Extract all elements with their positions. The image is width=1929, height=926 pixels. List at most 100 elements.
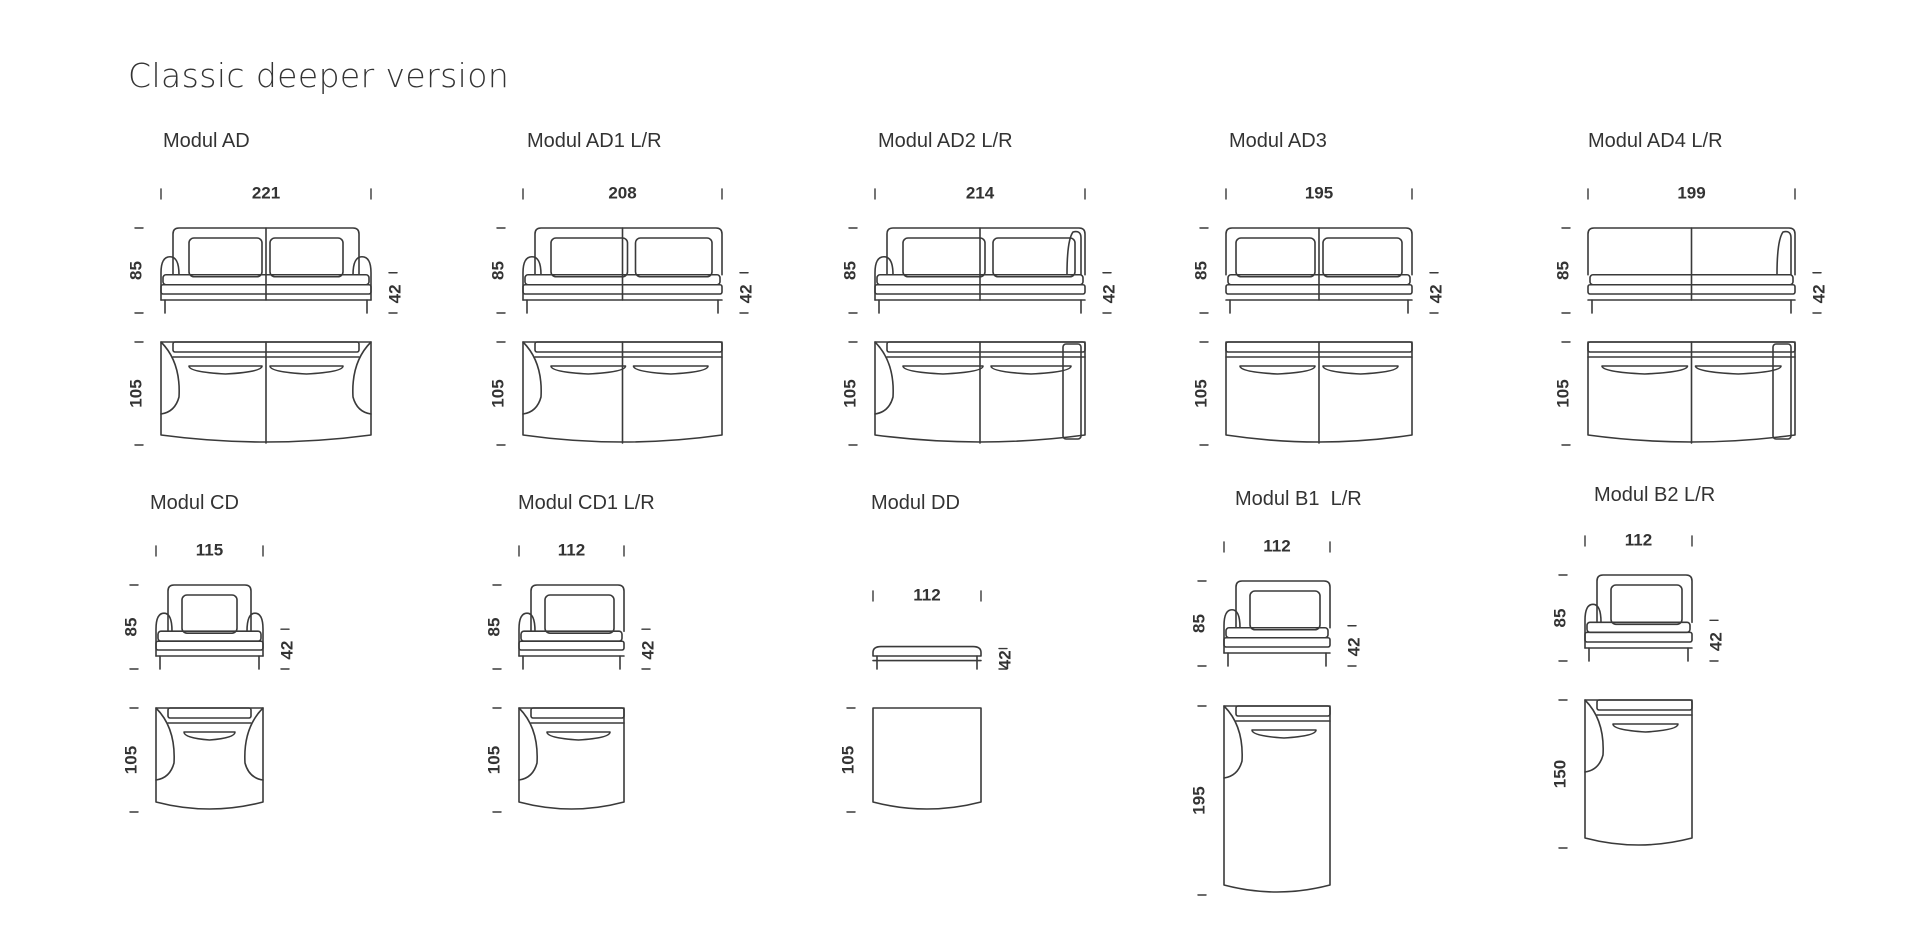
- module-top-view: [874, 341, 1086, 444]
- module-front-view: [518, 584, 625, 670]
- left-arm: [160, 255, 180, 301]
- top-outline: [872, 707, 982, 810]
- width-dimension: 112: [1263, 536, 1290, 555]
- depth-dimension: 105: [838, 746, 857, 774]
- width-dimension: 112: [558, 540, 585, 559]
- module-label-b2: Modul B2 L/R: [1594, 484, 1716, 506]
- width-dimension: 208: [608, 183, 636, 202]
- top-cushion: [632, 365, 709, 375]
- top-right-arm: [352, 341, 372, 415]
- depth-dimension: 105: [121, 746, 140, 774]
- left-arm: [1223, 608, 1241, 654]
- back-cushion: [269, 237, 344, 278]
- seat-front: [1225, 283, 1413, 295]
- backrest: [530, 584, 625, 632]
- top-cushion: [546, 731, 611, 741]
- top-left-arm: [518, 707, 538, 781]
- top-left-arm: [1223, 705, 1243, 779]
- depth-dimension: 105: [1553, 379, 1572, 407]
- seat-height-dimension: 42: [1344, 637, 1363, 656]
- depth-dimension: 105: [840, 379, 859, 407]
- back-cushion: [550, 237, 629, 278]
- height-dimension: 85: [488, 261, 507, 280]
- seat-height-dimension: 42: [277, 641, 296, 660]
- height-dimension: 85: [484, 618, 503, 637]
- top-outline: [160, 341, 372, 443]
- seat-front: [518, 640, 625, 651]
- top-cushion: [902, 365, 984, 375]
- right-arm: [352, 255, 372, 301]
- module-top-view: [1587, 341, 1796, 444]
- top-cushion: [269, 365, 344, 375]
- width-dimension: 112: [913, 585, 940, 604]
- top-cushion: [183, 731, 236, 741]
- back-cushion: [1249, 590, 1321, 631]
- top-outline: [874, 341, 1086, 443]
- top-backrest: [1596, 699, 1693, 711]
- back-cushion: [181, 594, 238, 635]
- side-cushion: [1776, 230, 1792, 276]
- module-top-view: [872, 707, 982, 810]
- module-front-view: [160, 227, 372, 314]
- top-cushion: [1251, 729, 1317, 739]
- top-backrest: [534, 341, 723, 353]
- width-dimension: 115: [196, 540, 223, 559]
- module-label-cd: Modul CD: [150, 492, 239, 514]
- seat-front: [1587, 283, 1796, 295]
- top-cushion: [1612, 723, 1679, 733]
- module-label-ad: Modul AD: [163, 130, 250, 152]
- top-left-arm: [522, 341, 542, 415]
- module-front-view: [522, 227, 723, 314]
- top-left-arm: [155, 707, 175, 781]
- left-arm: [1584, 603, 1602, 649]
- module-label-ad3: Modul AD3: [1229, 130, 1327, 152]
- module-top-view: [1223, 705, 1331, 893]
- seat-height-dimension: 42: [995, 650, 1014, 669]
- module-top-view: [1584, 699, 1693, 846]
- top-backrest: [530, 707, 625, 719]
- top-right-arm: [244, 707, 264, 781]
- top-cushion: [1601, 365, 1689, 375]
- back-cushion: [992, 237, 1076, 278]
- back-cushion: [544, 594, 615, 635]
- left-arm: [522, 255, 542, 301]
- seat-height-dimension: 42: [1099, 284, 1118, 303]
- backrest: [534, 227, 723, 276]
- left-arm: [874, 255, 894, 301]
- height-dimension: 85: [1189, 614, 1208, 633]
- width-dimension: 221: [252, 183, 280, 202]
- top-outline: [518, 707, 625, 810]
- seat-front: [1584, 631, 1693, 643]
- depth-dimension: 105: [126, 379, 145, 407]
- depth-dimension: 150: [1550, 760, 1569, 788]
- module-label-b1: Modul B1 L/R: [1235, 488, 1362, 510]
- height-dimension: 85: [121, 618, 140, 637]
- module-front-view: [1584, 574, 1693, 662]
- depth-dimension: 105: [484, 746, 503, 774]
- top-cushion: [550, 365, 627, 375]
- seat-front: [155, 640, 264, 651]
- backrest: [1235, 580, 1331, 629]
- module-front-view: [872, 645, 982, 670]
- back-cushion: [188, 237, 263, 278]
- top-left-arm: [160, 341, 180, 415]
- module-label-ad4: Modul AD4 L/R: [1588, 130, 1723, 152]
- width-dimension: 214: [966, 183, 995, 202]
- seat-front: [1223, 636, 1331, 648]
- top-outline: [155, 707, 264, 810]
- module-top-view: [1225, 341, 1413, 444]
- backrest: [886, 227, 1086, 276]
- module-label-ad1: Modul AD1 L/R: [527, 130, 662, 152]
- top-cushion: [1694, 365, 1782, 375]
- top-outline: [1584, 699, 1693, 846]
- module-front-view: [1587, 227, 1796, 314]
- seat-height-dimension: 42: [736, 284, 755, 303]
- depth-dimension: 105: [488, 379, 507, 407]
- pouf-body: [872, 645, 982, 657]
- top-side-cushion: [1062, 343, 1082, 440]
- top-cushion: [188, 365, 263, 375]
- seat-height-dimension: 42: [1809, 284, 1828, 303]
- depth-dimension: 105: [1191, 379, 1210, 407]
- side-cushion: [1066, 230, 1082, 276]
- module-front-view: [874, 227, 1086, 314]
